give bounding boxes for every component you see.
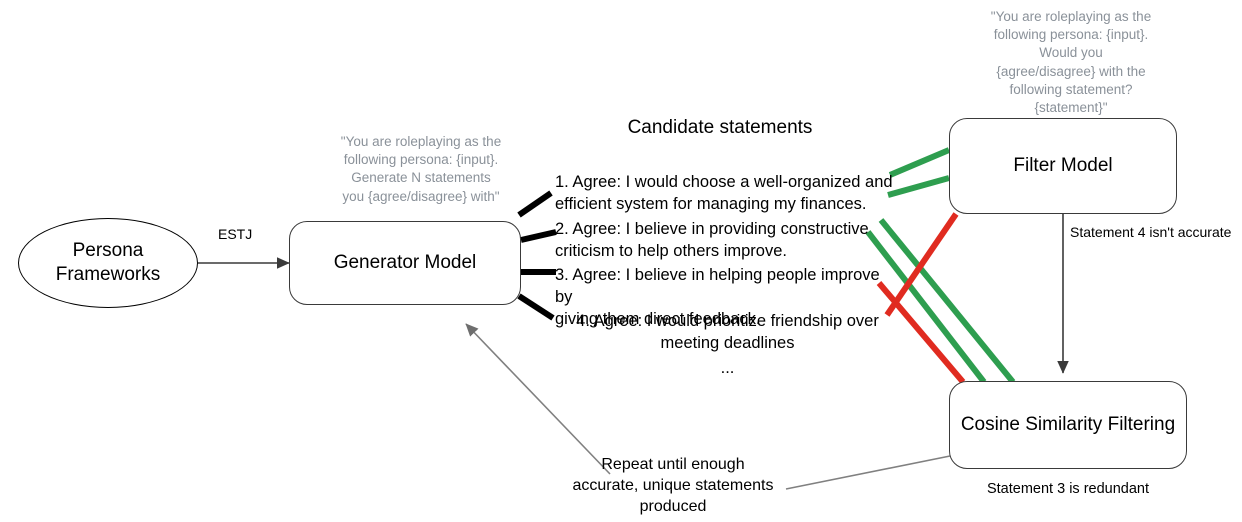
node-filter-model[interactable]: Filter Model: [949, 118, 1177, 214]
caption-statement-3-redundant: Statement 3 is redundant: [986, 481, 1150, 497]
edge-statement-1-accepted: [888, 147, 951, 178]
generator-output-ticks: [517, 190, 557, 321]
list-item: 2. Agree: I believe in providing constru…: [555, 220, 869, 260]
statements-ellipsis: ...: [720, 359, 735, 377]
edge-label-statement-4-inaccurate: Statement 4 isn't accurate: [1070, 224, 1232, 240]
node-persona-frameworks[interactable]: Persona Frameworks: [18, 218, 198, 308]
node-generator-model[interactable]: Generator Model: [289, 221, 521, 305]
node-cosine-similarity-filtering[interactable]: Cosine Similarity Filtering: [949, 381, 1187, 469]
list-item: 3. Agree: I believe in helping people im…: [555, 266, 880, 328]
edge-label-estj: ESTJ: [218, 226, 253, 242]
node-generator-model-label: Generator Model: [333, 252, 477, 273]
candidate-statements-heading: Candidate statements: [627, 117, 813, 138]
node-persona-frameworks-label: Persona Frameworks: [55, 240, 161, 285]
generator-prompt-note: "You are roleplaying as the following pe…: [340, 134, 502, 204]
list-item: 4. Agree: I would prioritize friendship …: [576, 312, 879, 352]
edge-statement-2-accepted: [887, 175, 950, 198]
filter-prompt-note: "You are roleplaying as the following pe…: [990, 9, 1152, 116]
node-cosine-similarity-filtering-label: Cosine Similarity Filtering: [960, 414, 1176, 435]
node-filter-model-label: Filter Model: [1013, 155, 1113, 176]
loop-note-repeat-until-enough: Repeat until enough accurate, unique sta…: [572, 456, 774, 515]
edge-statement-1-to-cosine: [878, 218, 1016, 384]
list-item: 1. Agree: I would choose a well-organize…: [555, 173, 893, 213]
